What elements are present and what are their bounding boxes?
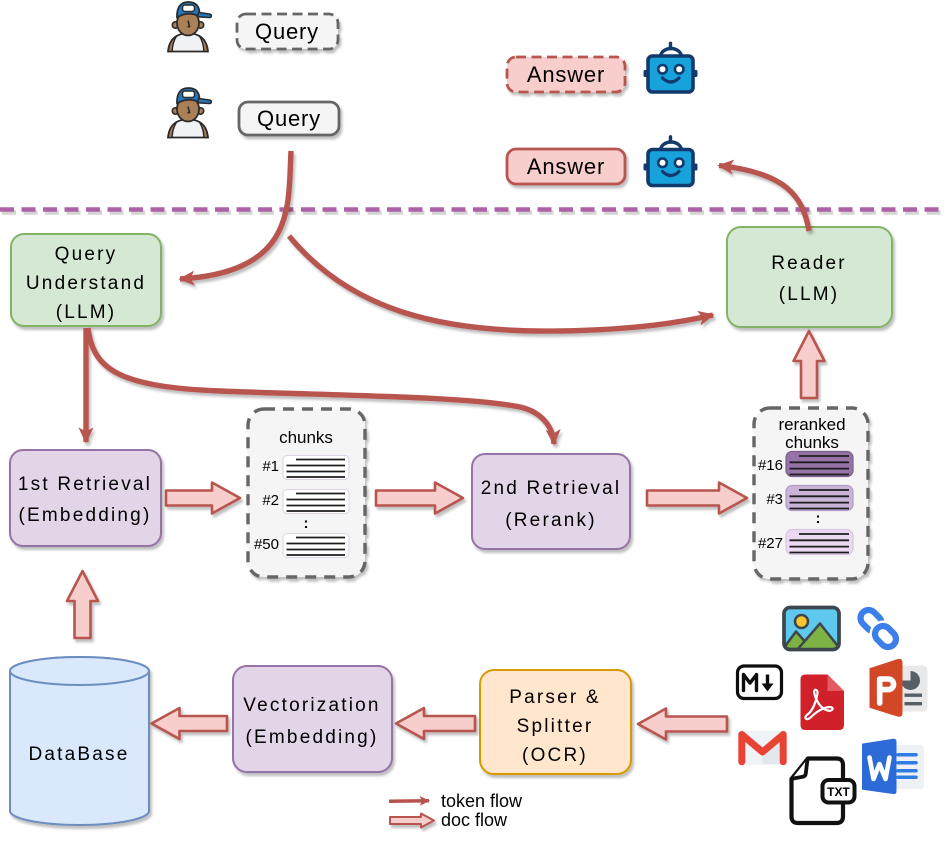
- svg-text:Parser &: Parser &: [509, 687, 601, 708]
- svg-text:#3: #3: [766, 491, 783, 508]
- svg-text:Reader: Reader: [771, 253, 847, 274]
- svg-text:#16: #16: [758, 457, 783, 474]
- svg-text:#27: #27: [758, 535, 783, 552]
- svg-text:token flow: token flow: [441, 791, 523, 811]
- svg-text:(LLM): (LLM): [779, 284, 840, 305]
- svg-text:chunks: chunks: [279, 428, 333, 447]
- svg-text:(Rerank): (Rerank): [505, 510, 597, 531]
- svg-text::: :: [816, 510, 821, 527]
- svg-text:reranked: reranked: [778, 415, 845, 434]
- svg-text:2nd Retrieval: 2nd Retrieval: [481, 478, 622, 499]
- svg-text:Query: Query: [55, 244, 118, 265]
- svg-text:doc flow: doc flow: [441, 810, 508, 830]
- svg-text:1st Retrieval: 1st Retrieval: [18, 474, 152, 495]
- svg-text:Splitter: Splitter: [517, 716, 594, 737]
- svg-text:#1: #1: [262, 458, 279, 475]
- svg-text:(Embedding): (Embedding): [246, 727, 379, 748]
- svg-text:Understand: Understand: [26, 273, 146, 294]
- svg-text:Vectorization: Vectorization: [243, 695, 380, 716]
- svg-text:#2: #2: [262, 492, 279, 509]
- svg-text:Query: Query: [257, 106, 321, 131]
- svg-text:(Embedding): (Embedding): [19, 505, 152, 526]
- svg-text:Query: Query: [255, 19, 319, 44]
- svg-text:Answer: Answer: [527, 62, 605, 87]
- svg-text:(LLM): (LLM): [56, 302, 117, 323]
- svg-text:(OCR): (OCR): [522, 745, 588, 766]
- svg-text:#50: #50: [254, 536, 279, 553]
- svg-text:TXT: TXT: [827, 785, 850, 799]
- svg-text:Answer: Answer: [527, 154, 605, 179]
- svg-text::: :: [304, 515, 309, 532]
- svg-text:chunks: chunks: [785, 433, 839, 452]
- svg-text:DataBase: DataBase: [28, 744, 129, 765]
